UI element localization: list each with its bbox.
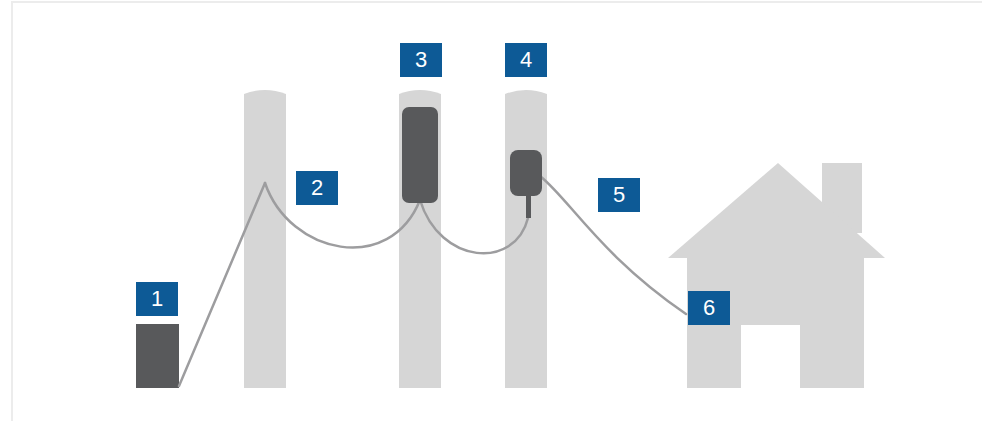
callout-number: 4 [505, 43, 547, 77]
house-wall [687, 257, 864, 388]
house [668, 163, 885, 388]
frame [12, 2, 982, 421]
callout-number: 2 [296, 171, 338, 205]
callout-number: 5 [598, 178, 640, 212]
transformer [402, 107, 438, 203]
roof [668, 163, 885, 258]
ground-cabinet [136, 324, 179, 388]
wires [179, 176, 686, 386]
utility-pole [399, 90, 441, 388]
utility-poles [244, 90, 547, 388]
callout-number: 3 [400, 43, 442, 77]
utility-pole [505, 90, 547, 388]
door [741, 325, 800, 388]
overhead-line [420, 200, 528, 253]
callout-number: 6 [688, 291, 730, 325]
service-drop [540, 176, 686, 314]
riser-wire [179, 183, 265, 386]
pole-device [510, 150, 542, 196]
overhead-line [265, 183, 420, 247]
utility-pole [244, 90, 286, 388]
callout-number: 1 [136, 282, 178, 316]
